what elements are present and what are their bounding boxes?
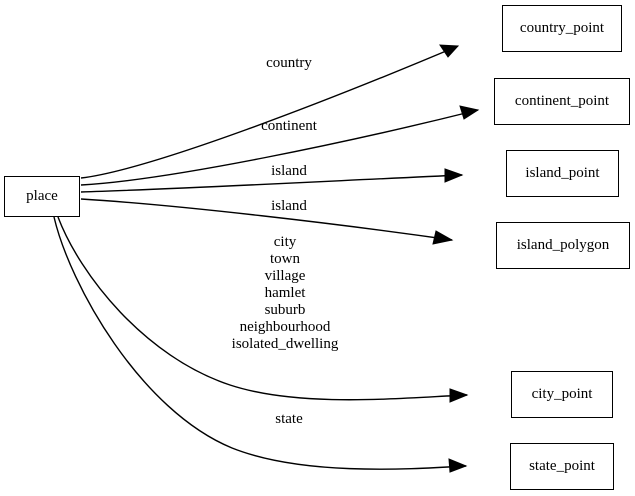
edge-place-to-continent_point (80, 109, 479, 186)
edge-label-line: island (271, 198, 307, 214)
node-label: state_point (529, 458, 595, 474)
node-label: place (26, 188, 58, 204)
arrowhead-icon-island_point (444, 168, 464, 183)
edge-place-to-state_point (53, 216, 467, 470)
edge-place-to-island_point (80, 174, 463, 193)
edge-label-line: continent (261, 118, 317, 134)
arrowhead-icon-island_polygon (432, 230, 454, 245)
edge-label-line: country (266, 55, 312, 71)
arrowhead-icon-state_point (448, 458, 468, 473)
edge-label-line: neighbourhood (239, 319, 331, 335)
arrowhead-icon-country_point (439, 44, 460, 58)
edge-label-line: town (270, 251, 300, 267)
edge-label-country_point: country (266, 56, 312, 71)
edge-label-state_point: state (275, 412, 303, 427)
node-label: continent_point (514, 93, 610, 109)
node-country_point[interactable]: country_point (502, 5, 622, 52)
node-label: island_point (525, 165, 600, 181)
node-city_point[interactable]: city_point (511, 371, 613, 418)
edge-place-to-country_point (80, 45, 459, 179)
edge-label-island_point: island (271, 164, 307, 179)
edge-place-to-city_point (57, 216, 468, 401)
edge-label-line: state (275, 411, 303, 427)
edge-label-line: city (273, 234, 297, 250)
node-label: island_polygon (516, 237, 610, 253)
node-place[interactable]: place (4, 176, 80, 217)
edge-label-line: hamlet (264, 285, 306, 301)
edge-place-to-island_polygon (80, 198, 453, 241)
node-island_point[interactable]: island_point (506, 150, 619, 197)
edge-label-island_polygon: island (271, 199, 307, 214)
arrowhead-icon-continent_point (459, 105, 480, 120)
node-label: city_point (531, 386, 593, 402)
node-continent_point[interactable]: continent_point (494, 78, 630, 125)
node-label: country_point (519, 20, 605, 36)
node-island_polygon[interactable]: island_polygon (496, 222, 630, 269)
edge-label-line: suburb (264, 302, 306, 318)
edge-label-line: isolated_dwelling (231, 336, 339, 352)
arrowhead-icon-city_point (449, 388, 469, 403)
edge-label-line: island (271, 163, 307, 179)
edge-label-line: village (264, 268, 306, 284)
node-state_point[interactable]: state_point (510, 443, 614, 490)
edge-label-continent_point: continent (261, 119, 317, 134)
